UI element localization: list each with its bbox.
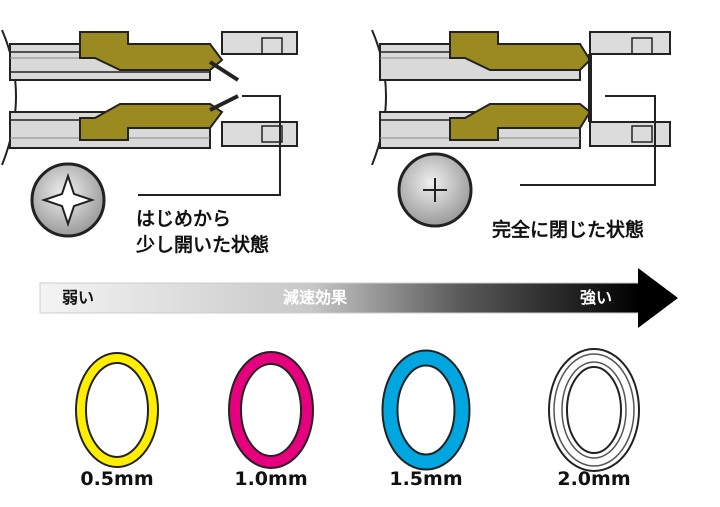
o-ring-0.5mm <box>75 352 159 468</box>
open-state-label: はじめから 少し開いた状態 <box>136 206 269 258</box>
effect-weak-label: 弱い <box>62 288 95 307</box>
barrel-outline-right <box>371 29 387 166</box>
open-state-label-line2: 少し開いた状態 <box>136 234 270 256</box>
callout-leader-left <box>138 95 281 196</box>
ring-size-label-1: 1.0mm <box>234 468 308 490</box>
o-ring-row <box>75 348 640 472</box>
barrel-outline-left <box>1 29 17 166</box>
lower-tube-right <box>379 103 671 149</box>
o-ring-1.5mm <box>381 349 471 471</box>
upper-tube-right <box>379 31 671 81</box>
valve-flap-top-left <box>208 60 240 82</box>
ring-size-label-0: 0.5mm <box>80 468 154 490</box>
diagram-open-state <box>1 29 298 238</box>
diagram-closed-state <box>371 29 671 228</box>
upper-tube-left <box>9 31 298 81</box>
lower-tube-left <box>9 103 298 149</box>
effect-gradient-arrow <box>39 268 678 328</box>
closed-state-label: 完全に閉じた状態 <box>492 219 645 241</box>
effect-title-label: 減速効果 <box>283 288 348 307</box>
valve-flap-bottom-left <box>209 94 239 112</box>
callout-leader-right <box>520 95 656 186</box>
o-ring-2.0mm <box>548 348 640 472</box>
effect-strong-label: 強い <box>580 288 613 307</box>
o-ring-1.0mm <box>228 351 314 469</box>
ring-size-label-3: 2.0mm <box>557 468 631 490</box>
open-state-label-line1: はじめから <box>136 208 232 230</box>
plus-sign-icon <box>397 152 473 228</box>
phillips-cross-icon <box>30 162 106 238</box>
ring-size-label-2: 1.5mm <box>389 468 463 490</box>
